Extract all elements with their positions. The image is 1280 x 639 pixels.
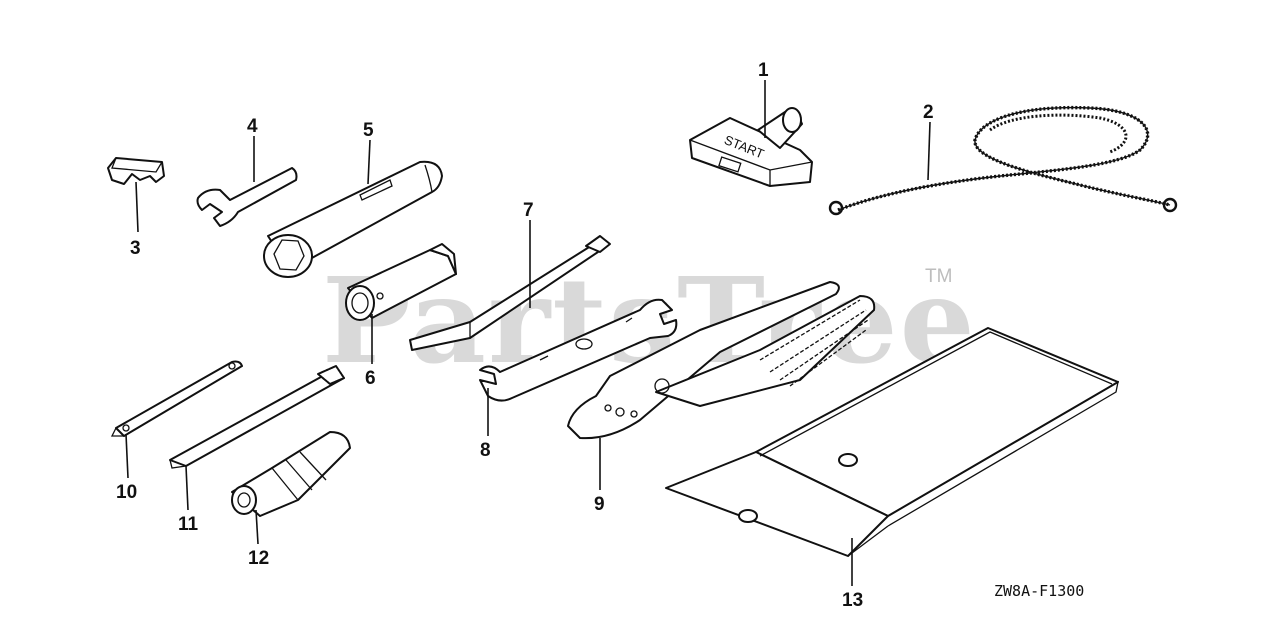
leader-2 — [927, 121, 931, 181]
leader-lines — [125, 80, 931, 586]
part-screwdriver-shaft — [409, 235, 611, 351]
part-tool-bag — [665, 327, 1119, 557]
diagram-code: ZW8A-F1300 — [994, 582, 1084, 600]
callout-8: 8 — [480, 440, 491, 461]
part-pliers — [567, 281, 876, 440]
part-driver-bit-flat — [169, 365, 345, 469]
part-clip — [107, 157, 165, 185]
callout-7: 7 — [523, 200, 534, 221]
callout-3: 3 — [130, 238, 141, 259]
callout-13: 13 — [842, 590, 863, 611]
part-plug-wrench — [263, 160, 443, 278]
leader-11 — [185, 465, 189, 511]
part-small-wrench — [196, 167, 298, 227]
trademark-mark: TM — [925, 266, 952, 287]
part-driver-bit-small — [110, 360, 243, 437]
leader-5 — [367, 139, 371, 185]
callout-10: 10 — [116, 482, 137, 503]
part-starter-rope — [828, 105, 1178, 216]
part-socket — [345, 243, 457, 321]
leader-12 — [255, 509, 259, 545]
callout-9: 9 — [594, 494, 605, 515]
part-driver-handle — [231, 431, 351, 517]
callout-4: 4 — [247, 116, 258, 137]
part-open-end-wrench — [479, 298, 678, 402]
callout-12: 12 — [248, 548, 269, 569]
callout-2: 2 — [923, 102, 934, 123]
callout-11: 11 — [178, 514, 199, 535]
leader-10 — [125, 433, 129, 479]
callout-6: 6 — [365, 368, 376, 389]
leader-3 — [135, 181, 139, 233]
part-starter-grip: START — [689, 107, 813, 187]
callout-1: 1 — [758, 60, 769, 81]
callout-5: 5 — [363, 120, 374, 141]
callouts: 1 2 3 4 5 6 7 8 9 10 11 12 13 — [116, 60, 934, 611]
